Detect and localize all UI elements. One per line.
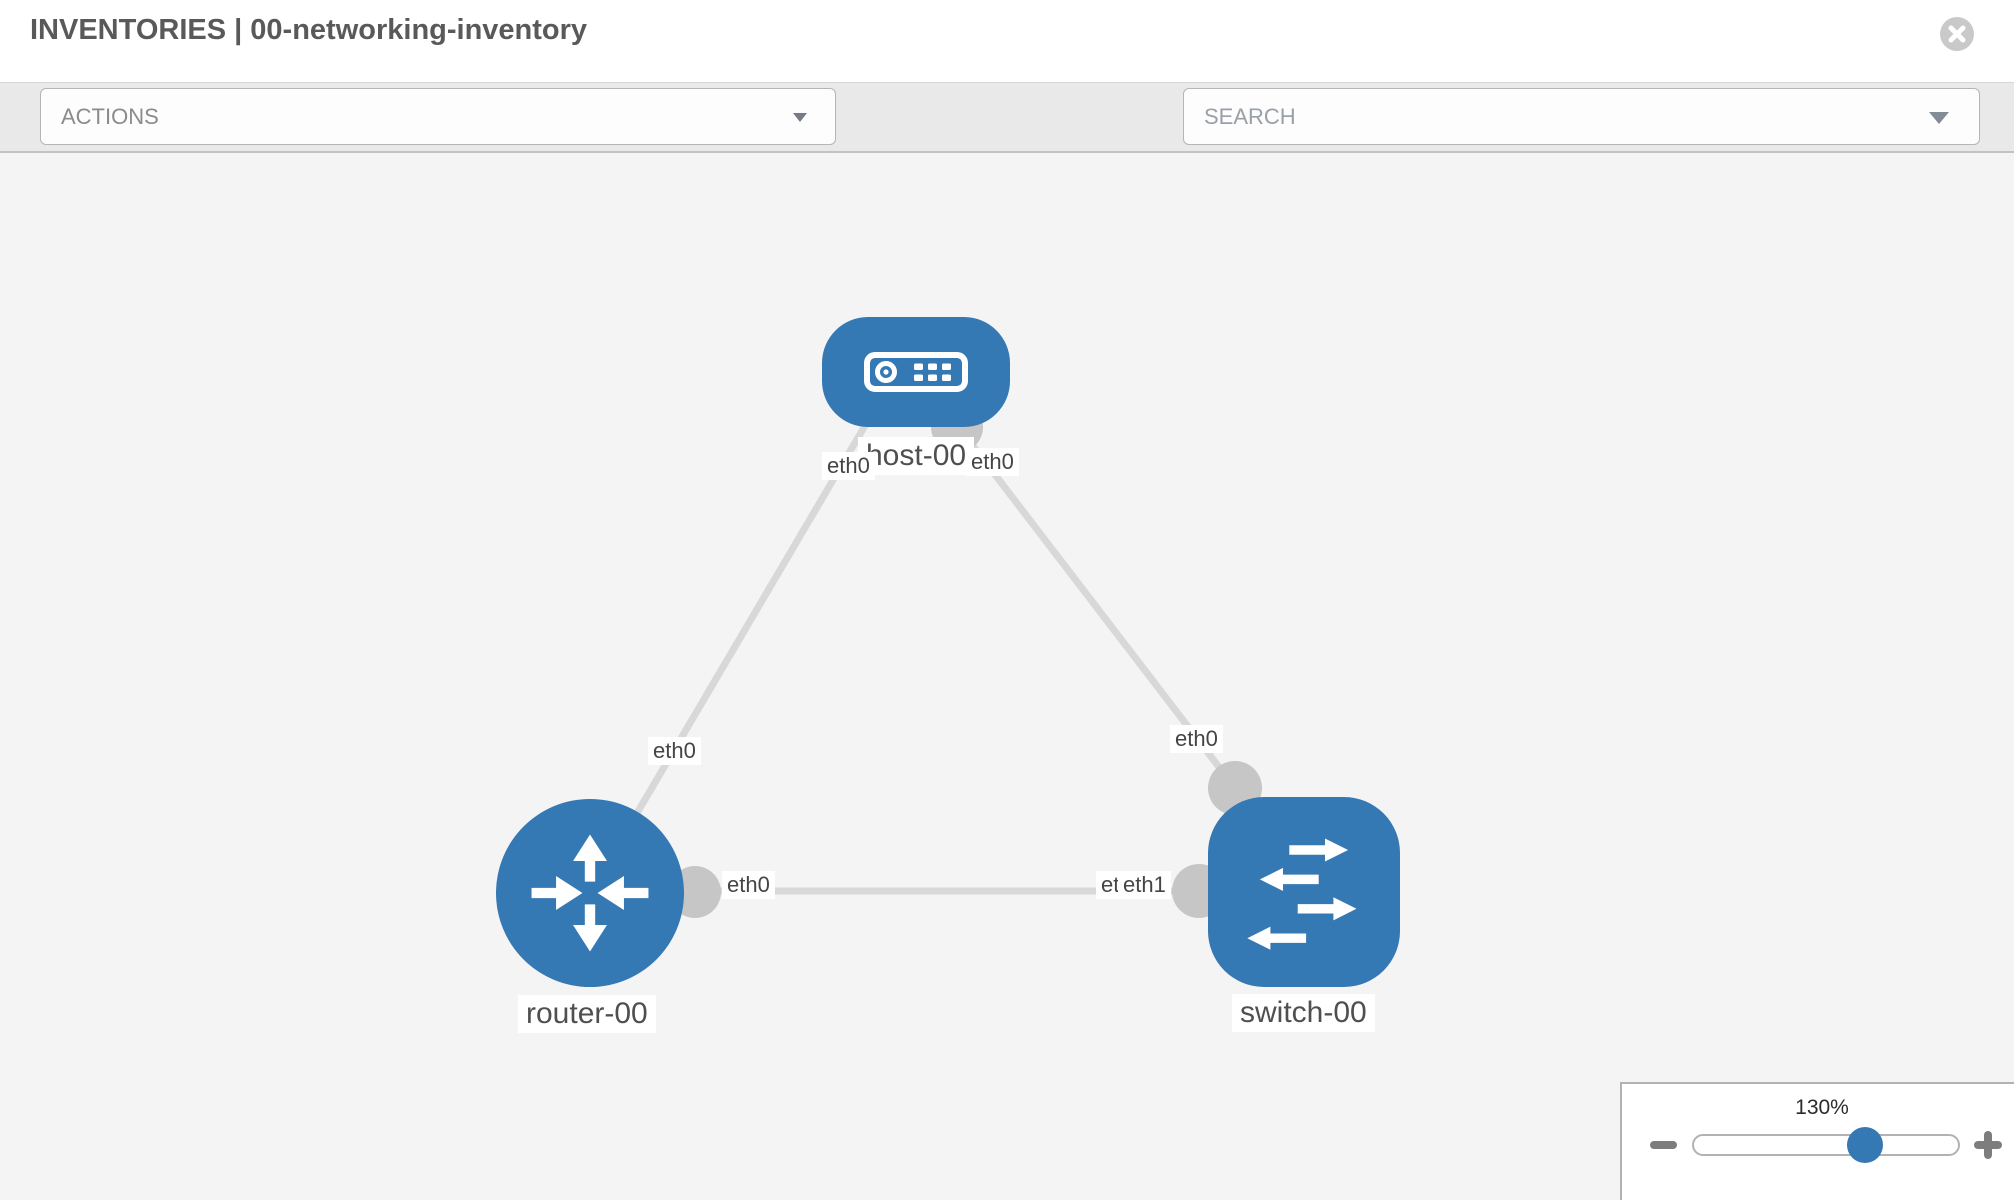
port-label-router-eth0-uplink: eth0 [648, 737, 701, 765]
port-label-host-eth0-left: eth0 [822, 452, 875, 480]
port-label-host-eth0-right: eth0 [966, 448, 1019, 476]
zoom-level-value: 130% [1795, 1096, 1849, 1119]
close-icon [1948, 25, 1966, 43]
switch-icon [1247, 838, 1357, 950]
chevron-down-icon [1929, 112, 1949, 124]
header: INVENTORIES | 00-networking-inventory [0, 0, 2014, 82]
page-title: INVENTORIES | 00-networking-inventory [30, 14, 588, 46]
zoom-slider-track[interactable] [1692, 1134, 1960, 1156]
node-router-00[interactable] [496, 799, 684, 987]
search-dropdown[interactable]: SEARCH [1183, 88, 1980, 145]
node-label-router-00: router-00 [518, 995, 656, 1033]
actions-dropdown-label: ACTIONS [61, 103, 159, 129]
chevron-down-icon [793, 113, 807, 122]
zoom-control-panel: 130% [1620, 1082, 2014, 1200]
close-button[interactable] [1940, 17, 1974, 51]
zoom-slider-handle[interactable] [1847, 1127, 1883, 1163]
node-switch-00[interactable] [1208, 797, 1400, 987]
zoom-out-button[interactable] [1650, 1141, 1677, 1149]
router-icon [531, 834, 649, 952]
zoom-in-button[interactable] [1974, 1131, 2002, 1159]
actions-dropdown[interactable]: ACTIONS [40, 88, 836, 145]
toolbar: ACTIONS SEARCH [0, 82, 2014, 211]
port-label-router-eth0: eth0 [722, 871, 775, 899]
search-placeholder: SEARCH [1204, 103, 1296, 129]
host-icon [864, 352, 968, 392]
port-label-switch-eth1: eth1 [1118, 871, 1171, 899]
node-label-switch-00: switch-00 [1232, 994, 1375, 1032]
node-label-host-00: host-00 [858, 437, 975, 475]
topology-canvas[interactable] [0, 153, 2014, 1200]
node-host-00[interactable] [822, 317, 1010, 427]
port-label-switch-eth0-uplink: eth0 [1170, 725, 1223, 753]
